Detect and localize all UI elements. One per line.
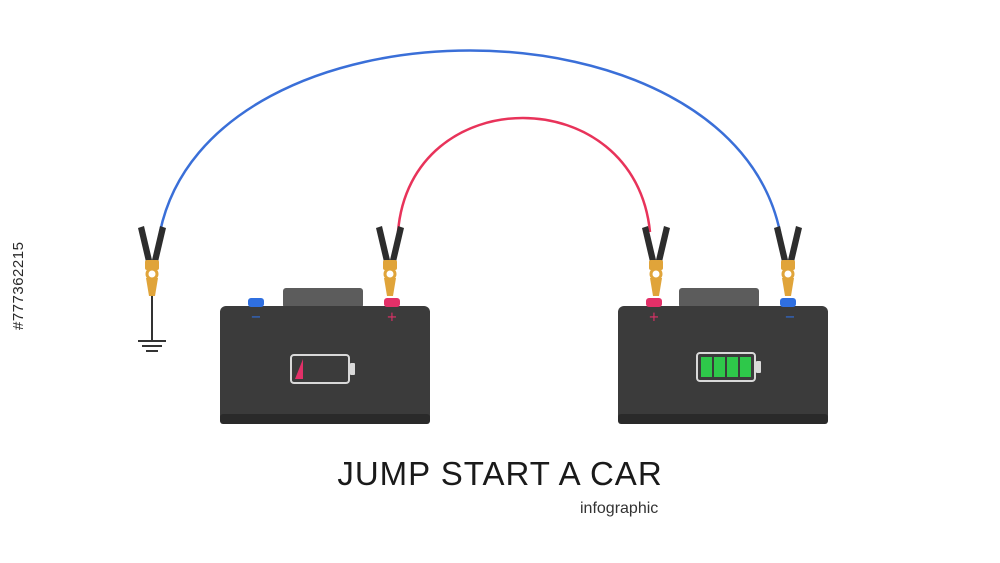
positive-terminal <box>384 298 400 307</box>
battery-body <box>220 306 430 424</box>
alligator-clamp-icon <box>774 226 802 296</box>
charge-cell <box>727 357 738 377</box>
charge-cell <box>714 357 725 377</box>
negative-sign: − <box>785 310 796 325</box>
negative-cable <box>158 49 782 233</box>
alligator-clamp-icon <box>138 226 166 296</box>
battery-cap <box>283 288 363 308</box>
negative-terminal <box>248 298 264 307</box>
battery-level-full-icon <box>696 352 761 382</box>
negative-terminal <box>780 298 796 307</box>
side-id-label: #777362215 <box>10 241 27 330</box>
page-subtitle: infographic <box>580 500 659 517</box>
alligator-clamp-icon <box>376 226 404 296</box>
positive-sign: + <box>649 310 660 325</box>
charge-cell <box>740 357 751 377</box>
battery-level-low-icon <box>290 354 355 384</box>
negative-sign: − <box>251 310 262 325</box>
good-battery: + − <box>618 288 828 424</box>
page-title: JUMP START A CAR <box>337 455 663 492</box>
alligator-clamp-icon <box>642 226 670 296</box>
positive-terminal <box>646 298 662 307</box>
charge-cell <box>701 357 712 377</box>
dead-battery: − + <box>220 288 430 424</box>
positive-cable <box>396 116 652 233</box>
battery-cap <box>679 288 759 308</box>
positive-sign: + <box>387 310 398 325</box>
ground-symbol-icon <box>138 295 166 352</box>
